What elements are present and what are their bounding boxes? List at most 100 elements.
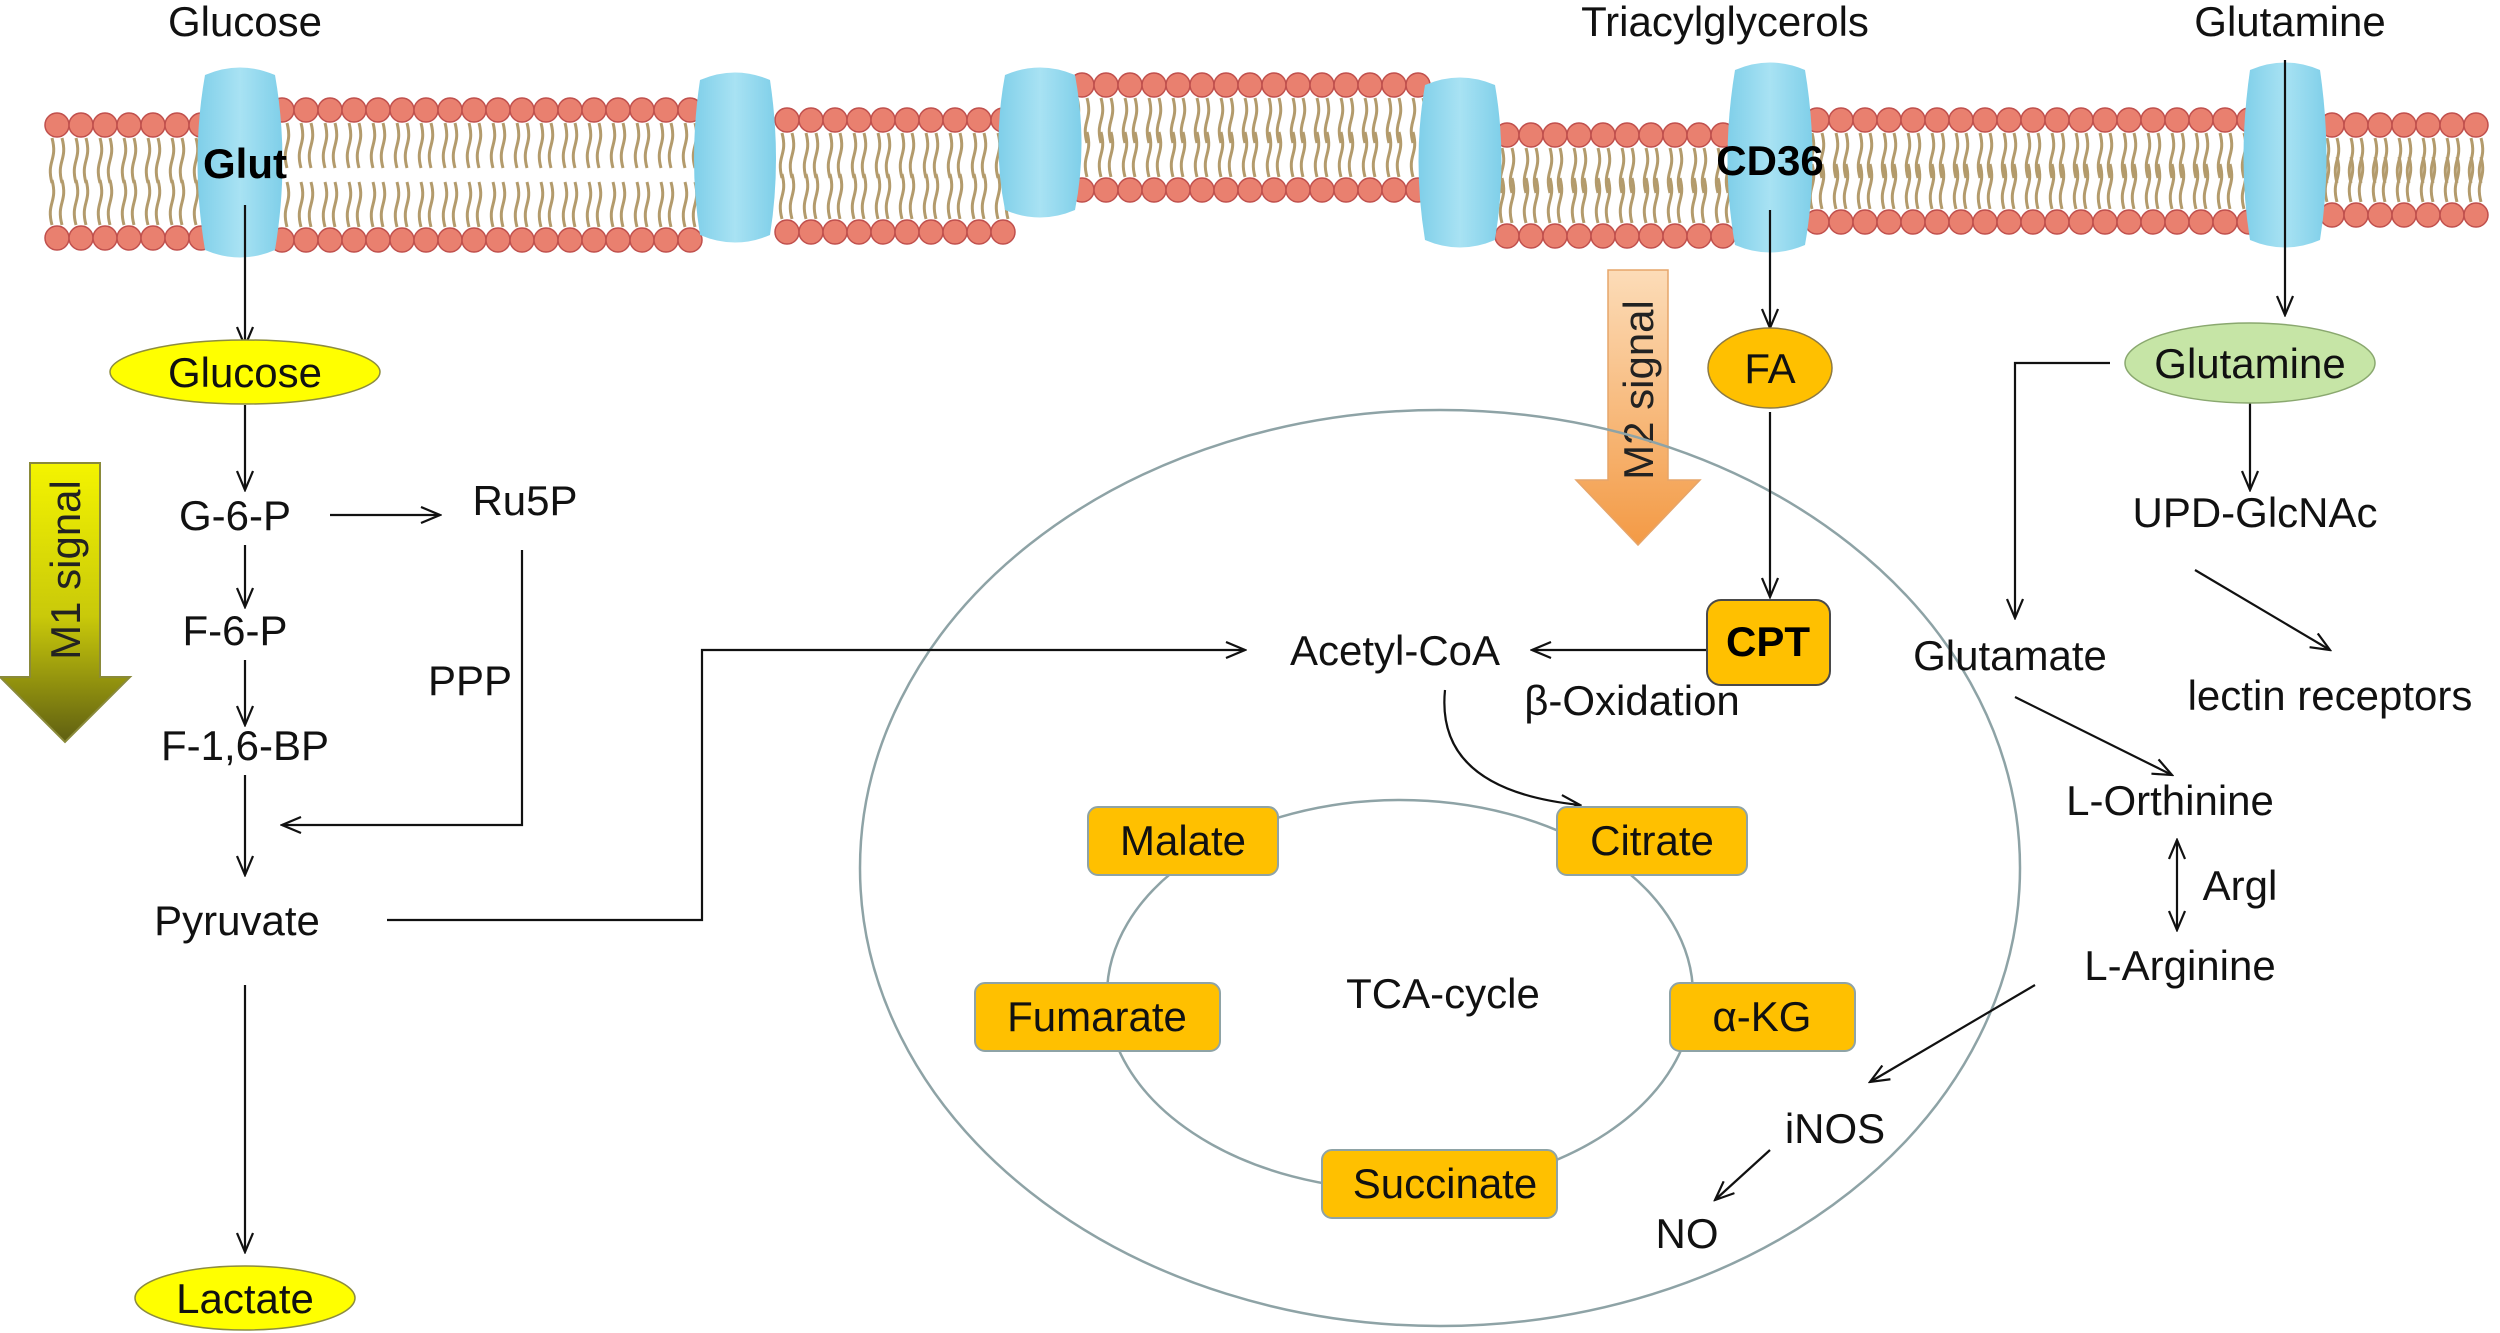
lipid-head [2391, 202, 2417, 228]
lipid-tail [48, 179, 56, 226]
lectin-receptors-label: lectin receptors [2188, 672, 2473, 719]
lipid-tail [1371, 97, 1379, 144]
lipid-head [509, 97, 535, 123]
lipid-tail [465, 122, 473, 169]
lipid-head [2343, 202, 2369, 228]
lipid-tail [2477, 156, 2485, 203]
lipid-tail [1265, 97, 1273, 144]
lipid-tail [1145, 97, 1153, 144]
lipid-head [894, 107, 920, 133]
lipid-tail [2178, 163, 2186, 210]
lipid-tail [1890, 163, 1898, 210]
lipid-head [2068, 209, 2094, 235]
lipid-tail [1361, 131, 1369, 178]
succinate-label: Succinate [1353, 1160, 1537, 1207]
lipid-tail [1498, 177, 1506, 224]
lipid-tail [922, 132, 930, 179]
lipid-tail [643, 181, 651, 228]
lipid-head [581, 97, 607, 123]
lipid-tail [1508, 177, 1516, 224]
ppp-label: PPP [428, 657, 512, 704]
lipid-tail [1532, 177, 1540, 224]
lipid-head [1093, 72, 1119, 98]
malate-label: Malate [1120, 817, 1246, 864]
lipid-tail [58, 137, 66, 184]
lipid-tail [82, 137, 90, 184]
lipid-tail [1251, 131, 1259, 178]
lipid-head [44, 112, 70, 138]
lipid-tail [547, 122, 555, 169]
lipid-tail [1856, 163, 1864, 210]
lipid-head [1213, 177, 1239, 203]
lipid-tail [1666, 177, 1674, 224]
lipid-tail [980, 132, 988, 179]
lipid-head [1093, 177, 1119, 203]
lipid-head [2463, 112, 2489, 138]
lipid-head [116, 225, 142, 251]
malate-node [1087, 806, 1279, 876]
lipid-head [533, 227, 559, 253]
lipid-tail [489, 122, 497, 169]
lipid-tail [1914, 132, 1922, 179]
lipid-tail [1962, 163, 1970, 210]
lipid-tail [1313, 97, 1321, 144]
lipid-tail [144, 179, 152, 226]
lipid-tail [345, 122, 353, 169]
lipid-tail [970, 132, 978, 179]
lipid-head [1590, 122, 1616, 148]
lipid-head [533, 97, 559, 123]
membrane-channels [197, 62, 2327, 258]
lipid-tail [499, 122, 507, 169]
lipid-tail [2202, 163, 2210, 210]
lipid-head [798, 219, 824, 245]
glutamate-label: Glutamate [1913, 632, 2107, 679]
lipid-tail [2000, 163, 2008, 210]
lipid-head [1828, 209, 1854, 235]
lipid-head [605, 227, 631, 253]
lipid-head [629, 227, 655, 253]
lipid-tail [1928, 163, 1936, 210]
lipid-head [605, 97, 631, 123]
lipid-head [1876, 209, 1902, 235]
lipid-head [1117, 72, 1143, 98]
lipid-head [2367, 202, 2393, 228]
lipid-head [2044, 107, 2070, 133]
lipid-tail [1938, 163, 1946, 210]
lipid-head [509, 227, 535, 253]
lipid-tail [2154, 132, 2162, 179]
lipid-head [653, 97, 679, 123]
lipid-tail [1155, 97, 1163, 144]
lipid-tail [1371, 131, 1379, 178]
lipid-tail [130, 137, 138, 184]
lipid-head [2415, 112, 2441, 138]
lipid-head [116, 112, 142, 138]
lipid-tail [168, 179, 176, 226]
lipid-tail [884, 132, 892, 179]
lipid-tail [1299, 97, 1307, 144]
lipid-tail [2072, 163, 2080, 210]
lipid-tail [1409, 131, 1417, 178]
lipid-tail [168, 137, 176, 184]
lipid-tail [1618, 147, 1626, 194]
lipid-tail [321, 181, 329, 228]
lipid-tail [1323, 131, 1331, 178]
lipid-head [1117, 177, 1143, 203]
lipid-tail [283, 122, 291, 169]
lipid-tail [1904, 163, 1912, 210]
ru5p-label: Ru5P [472, 477, 577, 524]
lipid-head [1638, 122, 1664, 148]
lipid-head [485, 97, 511, 123]
lipid-tail [1498, 147, 1506, 194]
lipid-tail [595, 181, 603, 228]
lipid-tail [1347, 97, 1355, 144]
lipid-tail [788, 173, 796, 220]
lipid-head [2463, 202, 2489, 228]
lipid-head [164, 112, 190, 138]
lipid-tail [144, 137, 152, 184]
lipid-tail [2178, 132, 2186, 179]
lipid-tail [1628, 177, 1636, 224]
lipid-tail [2024, 132, 2032, 179]
lipid-tail [523, 122, 531, 169]
lipid-tail [2405, 156, 2413, 203]
lipid-tail [788, 132, 796, 179]
